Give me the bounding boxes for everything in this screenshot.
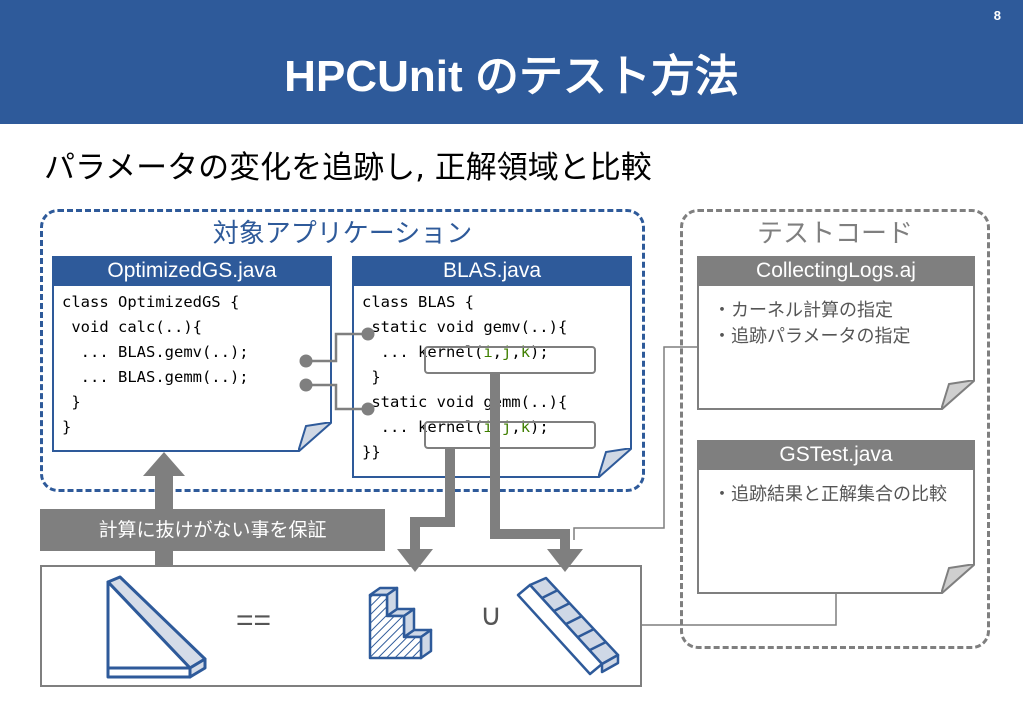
kernel-gemm-arrow (397, 449, 455, 572)
code-line: class BLAS { (362, 293, 474, 311)
test-link-line (642, 594, 837, 626)
test-code-group-label: テストコード (756, 219, 913, 249)
page-fold-icon (598, 448, 632, 478)
code-line: static void gemm(..){ (362, 393, 568, 411)
file-gstest: GSTest.java ・追跡結果と正解集合の比較 (697, 440, 975, 594)
guarantee-up-arrow (143, 452, 185, 565)
connector-dot (361, 327, 375, 341)
aspect-link-line (573, 346, 697, 540)
file-optimizedgs-name: OptimizedGS.java (52, 256, 332, 286)
union-symbol: ∪ (480, 599, 502, 632)
call-connector-gemm (306, 383, 368, 411)
page-number: 8 (993, 8, 1001, 23)
test-code-group (680, 209, 990, 649)
sep: , (511, 343, 521, 361)
code-line: } (62, 418, 72, 436)
gemm-trace-stairs-icon (368, 586, 433, 660)
code-line-prefix: ... (362, 343, 418, 361)
collecting-logs-notes: ・カーネル計算の指定 ・追跡パラメータの指定 (699, 298, 973, 350)
sep: , (492, 343, 503, 361)
param-i: i (483, 418, 493, 436)
gemv-trace-slab-icon (516, 576, 620, 676)
gstest-notes: ・追跡結果と正解集合の比較 (699, 482, 973, 508)
equals-symbol: == (236, 604, 272, 637)
kernel-gemv-arrow (490, 374, 583, 572)
sep: , (511, 418, 521, 436)
file-collecting-logs-name: CollectingLogs.aj (697, 256, 975, 286)
note-item: ・カーネル計算の指定 (713, 300, 893, 321)
param-j: j (502, 418, 512, 436)
application-group (40, 209, 645, 492)
code-line: ... BLAS.gemm(..); (62, 368, 249, 386)
param-i: i (483, 343, 493, 361)
code-line: static void gemv(..){ (362, 318, 568, 336)
connector-dot (299, 378, 313, 392)
connector-dot (361, 402, 375, 416)
optimizedgs-code: class OptimizedGS { void calc(..){ ... B… (54, 290, 330, 440)
param-k: k (520, 418, 531, 436)
code-line-prefix: ... (362, 418, 418, 436)
slide-subtitle: パラメータの変化を追跡し, 正解領域と比較 (44, 150, 652, 186)
slide-title: HPCUnit のテスト方法 (284, 52, 739, 101)
kernel-highlight-gemm (424, 421, 596, 449)
file-optimizedgs: OptimizedGS.java class OptimizedGS { voi… (52, 256, 332, 452)
code-line: void calc(..){ (62, 318, 202, 336)
page-fold-icon (941, 380, 975, 410)
application-group-label: 対象アプリケーション (212, 219, 473, 249)
param-k: k (520, 343, 531, 361)
slide-header (0, 0, 1023, 124)
code-line: } (62, 393, 81, 411)
page-fold-icon (298, 422, 332, 452)
connector-dot (299, 354, 313, 368)
file-gstest-name: GSTest.java (697, 440, 975, 470)
param-j: j (502, 343, 512, 361)
file-collecting-logs: CollectingLogs.aj ・カーネル計算の指定 ・追跡パラメータの指定 (697, 256, 975, 410)
note-item: ・追跡結果と正解集合の比較 (713, 484, 947, 505)
kernel-highlight-gemv (424, 346, 596, 374)
note-item: ・追跡パラメータの指定 (713, 326, 911, 347)
code-line: ... BLAS.gemv(..); (62, 343, 249, 361)
call-connector-gemv (306, 332, 368, 363)
code-line: class OptimizedGS { (62, 293, 240, 311)
correct-region-prism-icon (106, 575, 207, 679)
page-fold-icon (941, 564, 975, 594)
code-line: }} (362, 443, 381, 461)
file-blas-name: BLAS.java (352, 256, 632, 286)
code-line: } (362, 368, 381, 386)
guarantee-label: 計算に抜けがない事を保証 (40, 509, 385, 551)
